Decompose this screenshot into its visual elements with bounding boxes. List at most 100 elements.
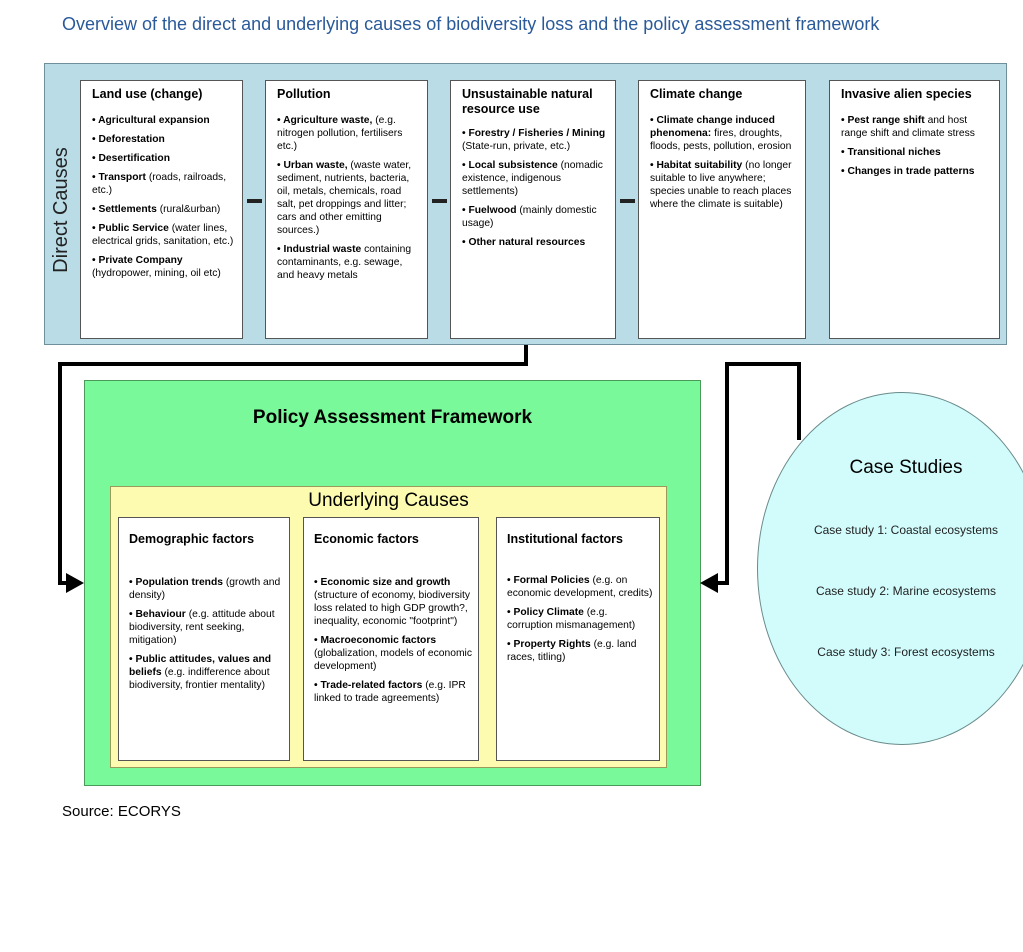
bullet-item: • Pest range shift and host range shift … xyxy=(841,114,993,140)
bullet-item-title: • Macroeconomic factors xyxy=(314,635,437,646)
bullet-item: • Desertification xyxy=(92,152,236,165)
box-heading: Invasive alien species xyxy=(841,87,972,101)
bullet-item: • Policy Climate (e.g. corruption misman… xyxy=(507,606,653,632)
bullet-item-title: • Changes in trade patterns xyxy=(841,166,975,177)
bullet-item-title: • Behaviour xyxy=(129,609,186,620)
bullet-item-title: • Property Rights xyxy=(507,639,591,650)
bullet-item: • Changes in trade patterns xyxy=(841,165,993,178)
bullet-item: • Forestry / Fisheries / Mining (State-r… xyxy=(462,127,609,153)
bullet-item: • Agricultural expansion xyxy=(92,114,236,127)
bullet-item-detail: (e.g. corruption mismanagement) xyxy=(507,607,636,631)
diagram-title: Overview of the direct and underlying ca… xyxy=(62,14,880,34)
case-study-item: Case study 1: Coastal ecosystems xyxy=(813,523,999,537)
bullet-item: • Private Company (hydropower, mining, o… xyxy=(92,254,236,280)
institutional-factors-box: Institutional factors • Formal Policies … xyxy=(496,517,660,761)
factor-list: • Formal Policies (e.g. on economic deve… xyxy=(507,574,653,664)
bullet-item-title: • Transitional niches xyxy=(841,147,941,158)
bullet-item-detail: (nomadic existence, indigenous settlemen… xyxy=(462,160,603,197)
box-heading: Demographic factors xyxy=(129,532,255,546)
bullet-item-detail: (e.g. land races, titling) xyxy=(507,639,637,663)
box-heading: Institutional factors xyxy=(507,532,623,546)
bullet-item-title: • Forestry / Fisheries / Mining xyxy=(462,128,606,139)
bullet-item-detail: (e.g. nitrogen pollution, fertilisers et… xyxy=(277,115,403,152)
factor-list: • Population trends (growth and density)… xyxy=(129,576,283,692)
bullet-item-detail: (rural&urban) xyxy=(156,204,221,215)
box-heading: Land use (change) xyxy=(92,87,203,101)
case-studies-title: Case Studies xyxy=(849,457,963,478)
bullet-item-detail: (e.g. indifference about biodiversity, f… xyxy=(129,667,270,691)
bullet-item-detail: (waste water, sediment, nutrients, bacte… xyxy=(277,160,412,236)
underlying-causes-title: Underlying Causes xyxy=(308,490,469,511)
bullet-item-title: • Trade-related factors xyxy=(314,680,423,691)
connector-dash xyxy=(620,199,635,203)
bullet-item: • Trade-related factors (e.g. IPR linked… xyxy=(314,679,472,705)
bullet-item: • Public attitudes, values and beliefs (… xyxy=(129,653,283,692)
bullet-item-title: • Pest range shift xyxy=(841,115,925,126)
bullet-item-title: • Other natural resources xyxy=(462,237,586,248)
bullet-item-title: • Deforestation xyxy=(92,134,165,145)
connector-dash xyxy=(432,199,447,203)
bullet-item-title: • Policy Climate xyxy=(507,607,584,618)
arrow-to-underlying-causes xyxy=(58,345,528,585)
arrow-from-case-studies xyxy=(716,362,801,585)
bullet-item: • Population trends (growth and density) xyxy=(129,576,283,602)
bullet-item: • Agriculture waste, (e.g. nitrogen poll… xyxy=(277,114,421,153)
bullet-item: • Local subsistence (nomadic existence, … xyxy=(462,159,609,198)
box-heading: Climate change xyxy=(650,87,743,101)
cause-list: • Agricultural expansion • Deforestation •… xyxy=(92,114,236,280)
box-heading: Unsustainable natural resource use xyxy=(462,87,593,116)
bullet-item-title: • Transport xyxy=(92,172,146,183)
resource-use-box: Unsustainable natural resource use • For… xyxy=(450,80,616,339)
bullet-item-detail: (structure of economy, biodiversity loss… xyxy=(314,590,471,627)
cause-list: • Forestry / Fisheries / Mining (State-r… xyxy=(462,127,609,249)
bullet-item-detail: (water lines, electrical grids, sanitati… xyxy=(92,223,234,247)
bullet-item: • Formal Policies (e.g. on economic deve… xyxy=(507,574,653,600)
case-studies-ellipse xyxy=(757,392,1023,745)
bullet-item-detail: (mainly domestic usage) xyxy=(462,205,597,229)
bullet-item: • Macroeconomic factors (globalization, … xyxy=(314,634,472,673)
bullet-item-title: • Urban waste, xyxy=(277,160,348,171)
bullet-item-title: • Agricultural expansion xyxy=(92,115,210,126)
bullet-item-detail: (e.g. attitude about biodiversity, rent … xyxy=(129,609,275,646)
bullet-item-detail: (growth and density) xyxy=(129,577,281,601)
bullet-item: • Public Service (water lines, electrica… xyxy=(92,222,236,248)
cause-list: • Pest range shift and host range shift … xyxy=(841,114,993,178)
bullet-item: • Industrial waste containing contaminan… xyxy=(277,243,421,282)
bullet-item-detail: (globalization, models of economic devel… xyxy=(314,648,472,672)
box-heading: Pollution xyxy=(277,87,331,101)
bullet-item: • Economic size and growth (structure of… xyxy=(314,576,472,628)
bullet-item-detail: (e.g. IPR linked to trade agreements) xyxy=(314,680,466,704)
bullet-item-title: • Industrial waste xyxy=(277,244,362,255)
bullet-item-title: • Agriculture waste, xyxy=(277,115,373,126)
case-study-item: Case study 2: Marine ecosystems xyxy=(815,584,997,598)
bullet-item-detail: and host range shift and climate stress xyxy=(841,115,975,139)
bullet-item: • Transport (roads, railroads, etc.) xyxy=(92,171,236,197)
source-note: Source: ECORYS xyxy=(62,803,181,820)
bullet-item: • Other natural resources xyxy=(462,236,609,249)
bullet-item-detail: fires, droughts, floods, pests, pollutio… xyxy=(650,128,792,152)
bullet-item: • Settlements (rural&urban) xyxy=(92,203,236,216)
policy-framework-title: Policy Assessment Framework xyxy=(252,407,533,428)
cause-list: • Agriculture waste, (e.g. nitrogen poll… xyxy=(277,114,421,282)
bullet-item: • Property Rights (e.g. land races, titl… xyxy=(507,638,653,664)
bullet-item-detail: containing contaminants, e.g. sewage, an… xyxy=(277,244,412,281)
bullet-item: • Behaviour (e.g. attitude about biodive… xyxy=(129,608,283,647)
demographic-factors-box: Demographic factors • Population trends … xyxy=(118,517,290,761)
bullet-item-title: • Local subsistence xyxy=(462,160,558,171)
bullet-item-title: • Formal Policies xyxy=(507,575,590,586)
bullet-item-title: • Habitat suitability xyxy=(650,160,743,171)
bullet-item-title: • Fuelwood xyxy=(462,205,517,216)
bullet-item-title: • Climate change induced phenomena: xyxy=(650,115,775,139)
bullet-item-detail: (State-run, private, etc.) xyxy=(462,141,571,152)
bullet-item-title: • Private Company xyxy=(92,255,183,266)
land-use-box: Land use (change) • Agricultural expansi… xyxy=(80,80,243,339)
bullet-item-detail: (roads, railroads, etc.) xyxy=(92,172,227,196)
bullet-item-title: • Public Service xyxy=(92,223,169,234)
cause-list: • Climate change induced phenomena: fire… xyxy=(650,114,799,211)
bullet-item: • Urban waste, (waste water, sediment, n… xyxy=(277,159,421,237)
bullet-item: • Transitional niches xyxy=(841,146,993,159)
bullet-item-title: • Settlements xyxy=(92,204,157,215)
bullet-item: • Fuelwood (mainly domestic usage) xyxy=(462,204,609,230)
bullet-item: • Climate change induced phenomena: fire… xyxy=(650,114,799,153)
